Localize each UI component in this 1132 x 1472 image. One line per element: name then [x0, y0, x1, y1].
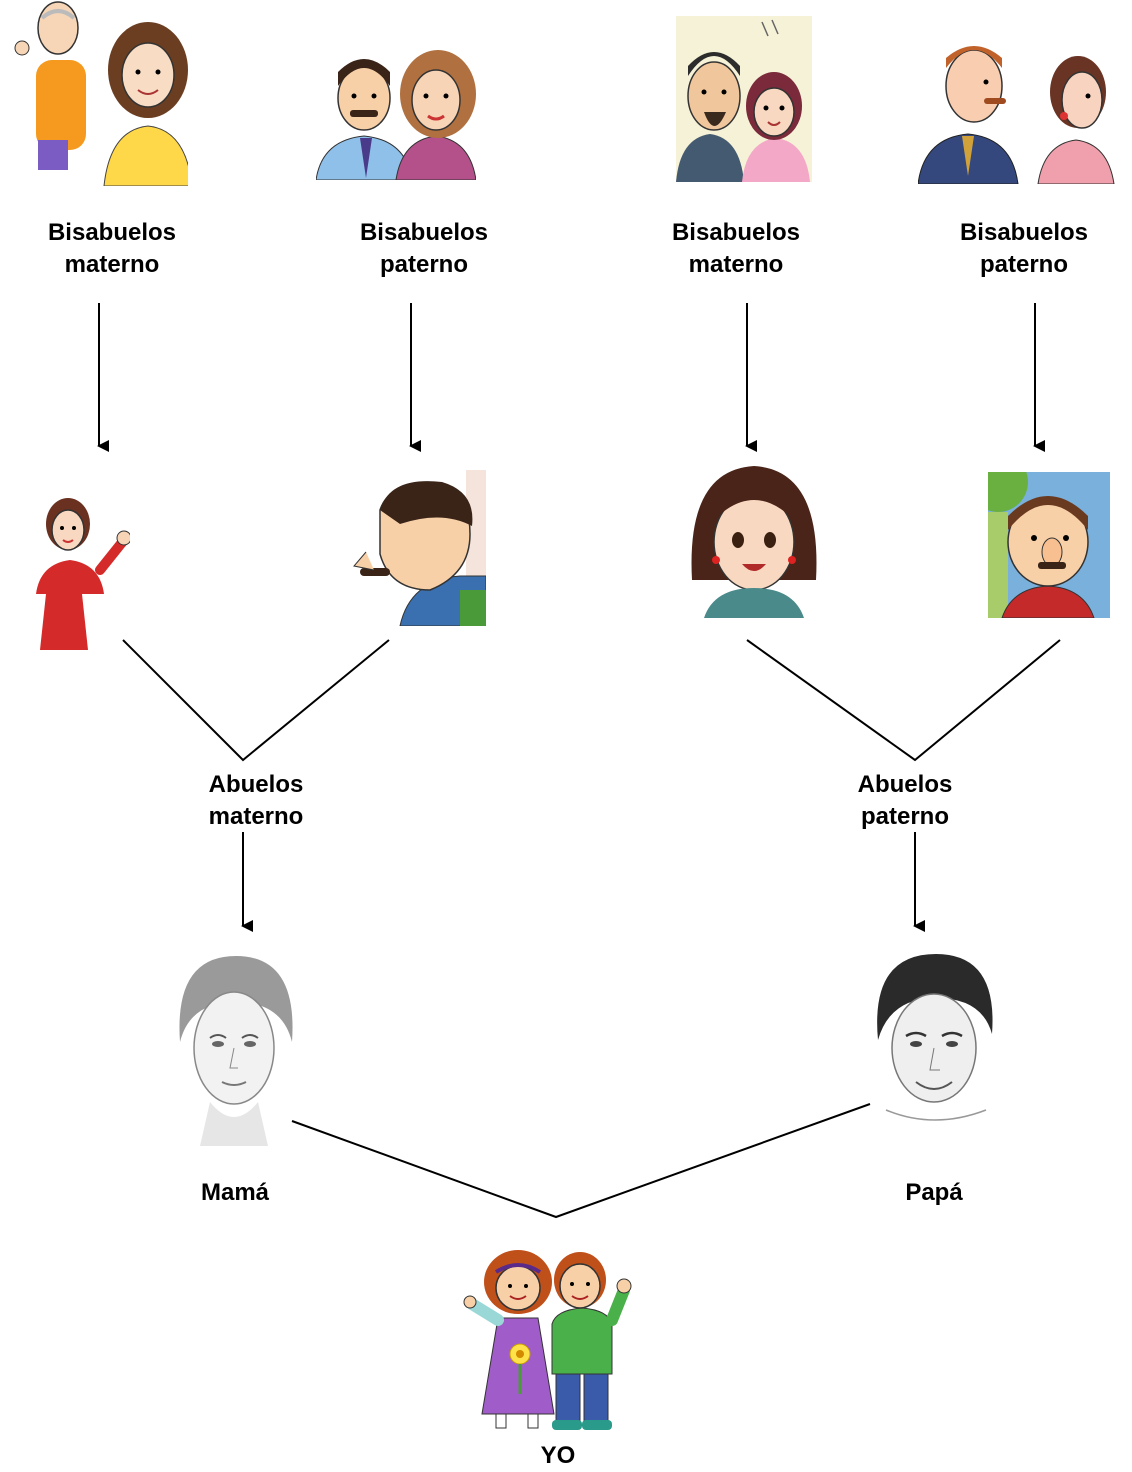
join-parents [291, 1103, 871, 1219]
mother-portrait-sketch [179, 956, 293, 1146]
grandfather-paternal-side-illustration [988, 472, 1110, 618]
grandmother-paternal-side-illustration [691, 466, 817, 618]
grandparents-label-paternal-line2: paterno [860, 803, 949, 830]
great-grandparents-label-2: Bisabuelos paterno [360, 217, 488, 281]
grandfather-maternal-side-illustration [340, 470, 486, 626]
father-label: Papá [905, 1179, 963, 1206]
great-grandparents-label-2-line1: Bisabuelos [359, 219, 489, 246]
me-label: YO [540, 1442, 576, 1469]
great-grandparents-label-3: Bisabuelos materno [672, 217, 800, 281]
great-grandparents-couple-4-illustration [918, 46, 1115, 184]
great-grandparents-label-3-line1: Bisabuelos [671, 219, 801, 246]
great-grandparents-label-4-line1: Bisabuelos [959, 219, 1089, 246]
children-illustration [463, 1250, 632, 1430]
grandparents-label-maternal-line2: materno [208, 803, 304, 830]
great-grandparents-label-1: Bisabuelos materno [48, 217, 176, 281]
great-grandparents-label-3-line2: materno [688, 251, 784, 278]
great-grandparents-couple-1-illustration [14, 1, 188, 186]
great-grandparents-label-2-line2: paterno [379, 251, 469, 278]
great-grandparents-couple-3-illustration [676, 16, 812, 182]
join-paternal-grandparents [746, 639, 1061, 762]
grandparents-label-paternal: Abuelos paterno [858, 769, 953, 833]
grandmother-maternal-side-illustration [36, 498, 130, 650]
grandparents-label-maternal-line1: Abuelos [208, 771, 304, 798]
great-grandparents-label-4: Bisabuelos paterno [960, 217, 1088, 281]
join-maternal-grandparents [122, 639, 390, 762]
father-portrait-sketch [877, 954, 993, 1121]
mother-label: Mamá [200, 1179, 270, 1206]
great-grandparents-couple-2-illustration [316, 50, 476, 180]
great-grandparents-label-1-line2: materno [64, 251, 160, 278]
grandparents-label-maternal: Abuelos materno [209, 769, 304, 833]
grandparents-label-paternal-line1: Abuelos [857, 771, 953, 798]
great-grandparents-label-4-line2: paterno [979, 251, 1069, 278]
great-grandparents-label-1-line1: Bisabuelos [47, 219, 177, 246]
